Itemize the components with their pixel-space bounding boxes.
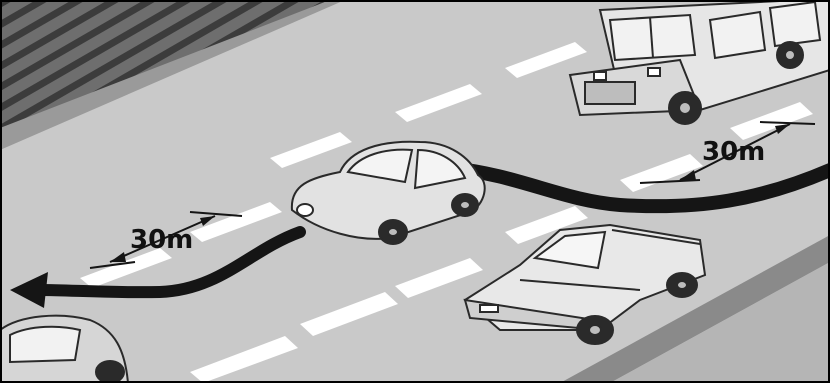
distance-label-right: 30m [702, 137, 765, 167]
distance-label-left: 30m [130, 225, 193, 255]
